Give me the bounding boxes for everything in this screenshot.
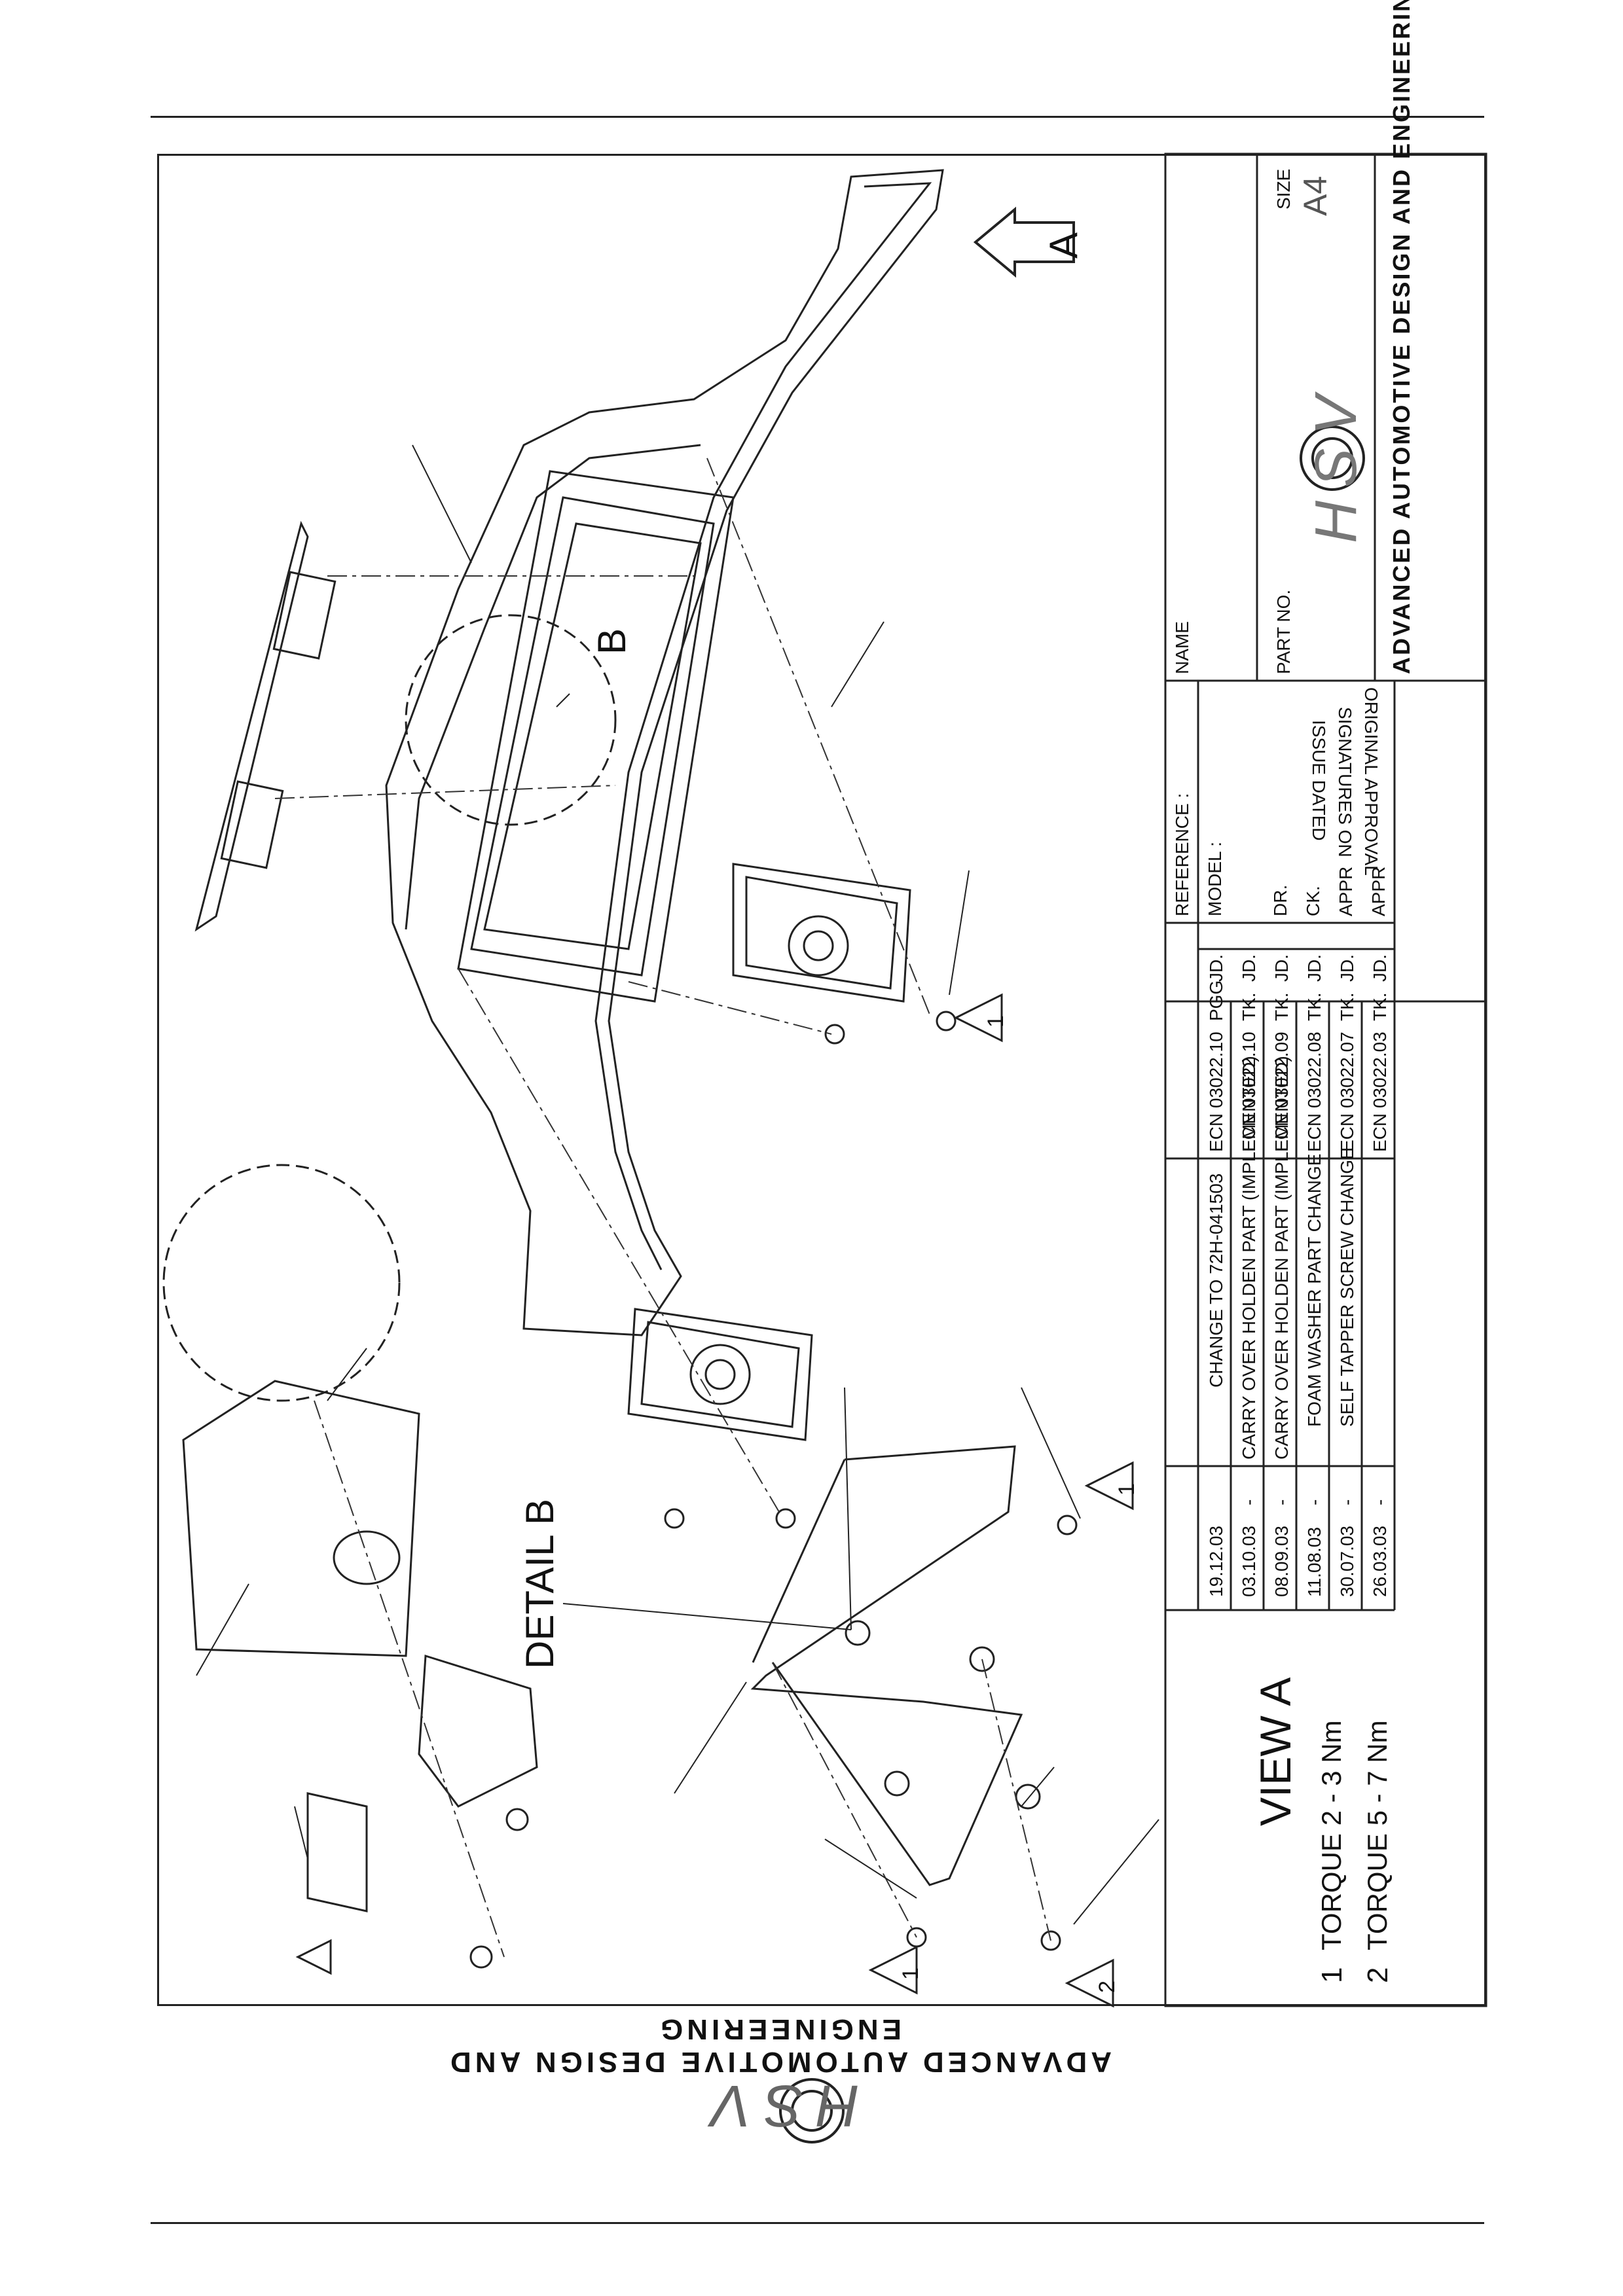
view-a-bracket [750, 1445, 1023, 1886]
tri-1b-label: 1 [1114, 1483, 1139, 1496]
tri-1a [953, 993, 1003, 1043]
tb-logo-text: HSV [1304, 382, 1369, 543]
rev-date: 08.09.03 [1271, 1526, 1292, 1597]
lamp-housing-upper [732, 863, 911, 1003]
rev-ecn: ECN 03022.07 [1337, 1031, 1357, 1152]
tri-1a-label: 1 [983, 1015, 1008, 1028]
footer-logo-icon [779, 2078, 845, 2144]
tri-2a [1065, 1958, 1114, 2008]
tb-size-value: A4 [1297, 175, 1334, 216]
plate-recess [457, 470, 735, 1003]
tb-company: ADVANCED AUTOMOTIVE DESIGN AND ENGINEERI… [1388, 0, 1415, 674]
rev-mark: - [1337, 1499, 1357, 1505]
rev-mark: - [1239, 1499, 1259, 1505]
rev-mark: - [1271, 1499, 1292, 1505]
rev-desc: SELF TAPPER SCREW CHANGE [1337, 1147, 1357, 1427]
footer-branding: ADVANCED AUTOMOTIVE DESIGN AND ENGINEERI… [419, 2013, 1139, 2150]
rev-date: 30.07.03 [1337, 1526, 1357, 1597]
torque-triangles [295, 993, 1134, 2008]
torque-1-symbol: 1 [1316, 1967, 1348, 1983]
tb-model-label: MODEL : [1205, 841, 1225, 916]
tri-1c [868, 1945, 918, 1995]
tb-dr-label: DR. [1270, 884, 1290, 916]
tb-ck-label: CK. [1303, 886, 1323, 916]
tb-logo-icon [1300, 425, 1365, 491]
rev-by: TK. [1239, 992, 1259, 1021]
rev-desc: FOAM WASHER PART CHANGE [1304, 1153, 1324, 1427]
title-block-grid [1164, 152, 1487, 2007]
lamp-housing-lower [627, 1308, 813, 1441]
tb-signatures-on: SIGNATURES ON [1335, 707, 1355, 857]
view-a-label: VIEW A [1251, 1677, 1300, 1826]
rev-ecn: ECN 03022.10 [1239, 1031, 1259, 1152]
rev-date: 11.08.03 [1304, 1527, 1324, 1597]
rev-chk: JD. [1239, 954, 1259, 982]
tri-2a-label: 2 [1095, 1981, 1120, 1993]
torque-2-symbol: 2 [1362, 1967, 1394, 1983]
rev-chk: JD. [1370, 954, 1390, 982]
rev-by: TK. [1370, 992, 1390, 1021]
legend-tri-1 [295, 1939, 332, 1975]
detail-b-label: DETAIL B [518, 1498, 562, 1669]
tb-part-no-label: PART NO. [1273, 589, 1294, 674]
rev-desc: CHANGE TO 72H-041503 [1206, 1173, 1226, 1388]
footer-logo-text: HSV [699, 2073, 860, 2138]
footer-company: ADVANCED AUTOMOTIVE DESIGN AND ENGINEERI… [446, 2013, 1112, 2078]
tb-original-approval: ORIGINAL APPROVAL [1361, 687, 1381, 876]
rev-by: TK. [1271, 992, 1292, 1021]
rev-date: 03.10.03 [1239, 1526, 1259, 1597]
tb-appr-label-1: APPR [1336, 866, 1356, 916]
tb-reference-label: REFERENCE : [1172, 793, 1192, 916]
rev-ecn: ECN 03022.03 [1370, 1031, 1390, 1152]
bottom-rule [151, 2222, 1484, 2224]
tb-name-label: NAME [1172, 621, 1192, 674]
top-rule [151, 116, 1484, 118]
moulding-outline [385, 169, 944, 1336]
torque-1-text: TORQUE 2 - 3 Nm [1316, 1720, 1347, 1950]
tb-size-label: SIZE [1273, 168, 1294, 209]
rev-ecn: ECN 03022.10 [1206, 1031, 1226, 1152]
tri-1c-label: 1 [898, 1967, 923, 1980]
detail-b-circle [162, 1164, 401, 1402]
rev-chk: JD. [1337, 954, 1357, 982]
rev-chk: JD. [1206, 954, 1226, 982]
rev-mark: - [1370, 1499, 1390, 1505]
rev-chk: JD. [1304, 954, 1324, 982]
view-a-arrow [973, 206, 1075, 278]
rev-ecn: ECN 03022.09 [1271, 1031, 1292, 1152]
rev-by: PGG [1206, 980, 1226, 1021]
callout-b-label: B [590, 628, 634, 655]
rev-chk: JD. [1271, 954, 1292, 982]
tri-1b [1084, 1461, 1134, 1511]
screws [469, 1011, 1078, 1969]
torque-2-text: TORQUE 5 - 7 Nm [1362, 1720, 1393, 1950]
rev-mark: - [1304, 1499, 1324, 1505]
rev-date: 26.03.03 [1370, 1526, 1390, 1597]
rev-ecn: ECN 03022.08 [1304, 1031, 1324, 1152]
detail-circle [405, 614, 617, 826]
rev-by: TK. [1304, 992, 1324, 1021]
lamp-strip [194, 520, 309, 932]
rev-by: TK. [1337, 992, 1357, 1021]
tb-issue-dated: ISSUE DATED [1309, 720, 1329, 841]
arrow-a-label: A [1042, 232, 1085, 259]
rev-date: 19.12.03 [1206, 1526, 1226, 1597]
